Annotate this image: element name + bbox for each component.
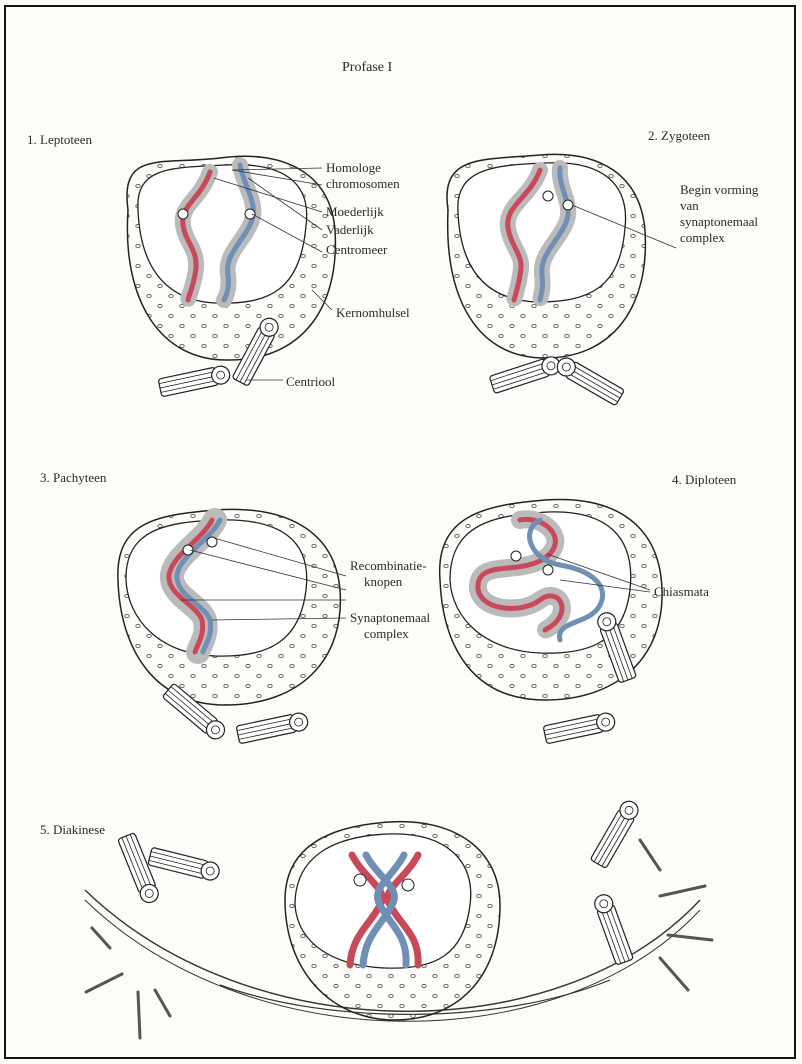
stage-label-diploteen: 4. Diploteen [672, 472, 736, 488]
label-van: van [680, 198, 699, 214]
diagram-title: Profase I [342, 60, 392, 76]
diakinese-diagram [85, 798, 712, 1038]
diakinese-centrioles-right [590, 798, 641, 965]
label-chiasmata: Chiasmata [654, 584, 709, 600]
label-vaderlijk: Vaderlijk [326, 222, 374, 238]
label-synaptonemaal-pachyteen: Synaptonemaal [350, 610, 430, 626]
stage-label-diakinese: 5. Diakinese [40, 822, 105, 838]
label-homologe: Homologe [326, 160, 381, 176]
zygoteen-diagram [447, 154, 676, 405]
pachyteen-diagram [118, 509, 346, 743]
label-knopen: knopen [364, 574, 402, 590]
label-begin-vorming: Begin vorming [680, 182, 758, 198]
label-centriool: Centriool [286, 374, 335, 390]
stage-label-pachyteen: 3. Pachyteen [40, 470, 106, 486]
leptoteen-diagram [127, 156, 335, 396]
label-kernomhulsel: Kernomhulsel [336, 305, 410, 321]
label-complex-zygoteen: complex [680, 230, 725, 246]
label-moederlijk: Moederlijk [326, 204, 384, 220]
zygoteen-centrioles [489, 355, 624, 406]
label-chromosomen: chromosomen [326, 176, 400, 192]
centromere-marker [178, 209, 188, 219]
label-complex-pachyteen: complex [364, 626, 409, 642]
label-centromeer: Centromeer [326, 242, 387, 258]
label-recombinatie: Recombinatie- [350, 558, 427, 574]
label-synaptonemaal: synaptonemaal [680, 214, 758, 230]
diploteen-diagram [440, 499, 662, 743]
stage-label-zygoteen: 2. Zygoteen [648, 128, 710, 144]
stage-label-leptoteen: 1. Leptoteen [27, 132, 92, 148]
diakinese-centrioles-left [118, 833, 221, 906]
